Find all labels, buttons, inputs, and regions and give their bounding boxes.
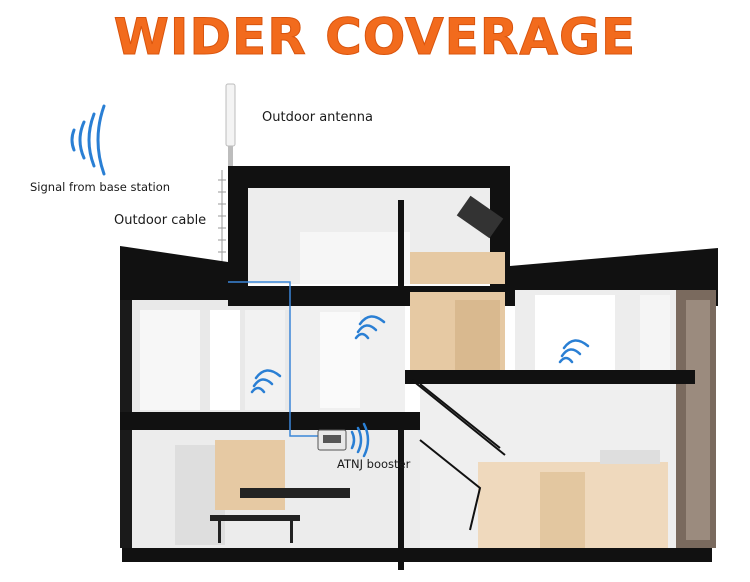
ground-slab: [122, 548, 712, 562]
page-title: WIDER COVERAGE: [113, 8, 637, 67]
outdoor-cable-label: Outdoor cable: [114, 213, 207, 228]
signal-source-label: Signal from base station: [30, 180, 171, 194]
indoor-cable: [228, 281, 318, 437]
booster-device-icon: [317, 429, 347, 451]
booster-label: ATNJ booster: [337, 457, 411, 471]
wifi-coverage-icon: [354, 315, 386, 340]
booster-signal-icon: [350, 422, 370, 458]
outdoor-antenna-label: Outdoor antenna: [262, 110, 373, 125]
wifi-coverage-icon: [250, 369, 282, 394]
wifi-coverage-icon: [558, 339, 590, 364]
base-station-signal-icon: [70, 104, 106, 176]
